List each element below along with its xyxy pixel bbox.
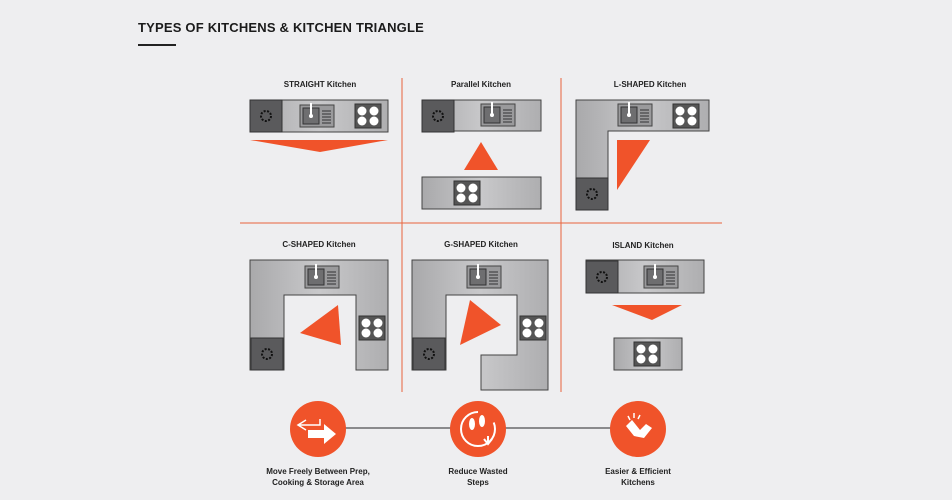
caption-line: Steps bbox=[467, 478, 489, 487]
label-straight: STRAIGHT Kitchen bbox=[283, 80, 357, 89]
work-triangle bbox=[612, 305, 682, 320]
caption-line: Kitchens bbox=[621, 478, 655, 487]
parallel-kitchen-plan bbox=[421, 99, 542, 210]
work-triangle bbox=[250, 140, 388, 152]
snap-fingers-icon bbox=[610, 401, 666, 457]
title-underline bbox=[138, 44, 176, 46]
work-triangle bbox=[617, 140, 650, 190]
label-l-shaped: L-SHAPED Kitchen bbox=[613, 80, 687, 89]
caption-line: Move Freely Between Prep, bbox=[266, 467, 370, 476]
caption-line: Reduce Wasted bbox=[448, 467, 508, 476]
benefit-caption: Move Freely Between Prep, Cooking & Stora… bbox=[266, 466, 370, 488]
label-island: ISLAND Kitchen bbox=[612, 241, 674, 250]
caption-line: Easier & Efficient bbox=[605, 467, 671, 476]
c-shaped-kitchen-plan bbox=[249, 259, 389, 371]
straight-kitchen-plan bbox=[249, 99, 389, 152]
island-kitchen-plan bbox=[585, 259, 705, 371]
arrows-icon bbox=[290, 401, 346, 457]
work-triangle bbox=[300, 305, 341, 345]
label-c-shaped: C-SHAPED Kitchen bbox=[282, 240, 356, 249]
work-triangle bbox=[464, 142, 498, 170]
work-triangle bbox=[460, 300, 501, 345]
footsteps-icon bbox=[450, 401, 506, 457]
l-shaped-kitchen-plan bbox=[575, 99, 710, 211]
label-parallel: Parallel Kitchen bbox=[450, 80, 512, 89]
caption-line: Cooking & Storage Area bbox=[272, 478, 364, 487]
page-title: TYPES OF KITCHENS & KITCHEN TRIANGLE bbox=[138, 20, 424, 35]
g-shaped-kitchen-plan bbox=[411, 259, 549, 391]
label-g-shaped: G-SHAPED Kitchen bbox=[444, 240, 518, 249]
